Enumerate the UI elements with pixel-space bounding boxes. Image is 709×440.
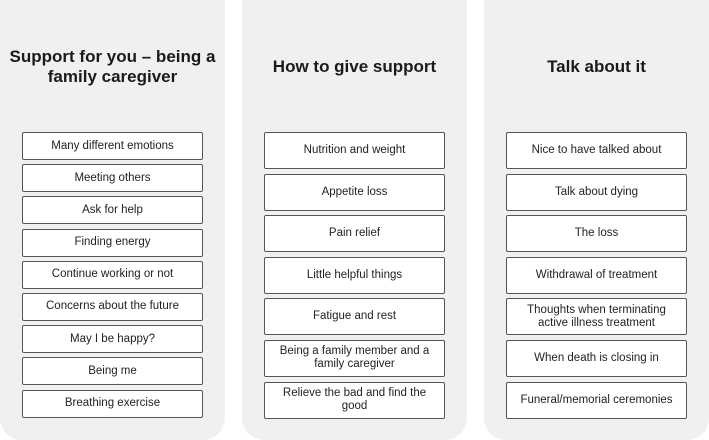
topic-item[interactable]: Being me [22, 357, 203, 386]
topic-item[interactable]: Withdrawal of treatment [506, 256, 687, 294]
topic-item[interactable]: Concerns about the future [22, 292, 203, 321]
topic-item[interactable]: Thoughts when terminating active illness… [506, 298, 687, 336]
topic-item[interactable]: Talk about dying [506, 173, 687, 211]
panel-title: Support for you – being a family caregiv… [9, 47, 216, 86]
panel-talk-about-it: Talk about it Nice to have talked about … [484, 0, 709, 440]
topic-item[interactable]: Continue working or not [22, 260, 203, 289]
topic-item[interactable]: Being a family member and a family careg… [264, 339, 445, 377]
topic-item[interactable]: Nice to have talked about [506, 132, 687, 169]
topic-item[interactable]: Finding energy [22, 228, 203, 257]
panel-support-for-you: Support for you – being a family caregiv… [0, 0, 225, 440]
topic-item[interactable]: Ask for help [22, 196, 203, 225]
topic-item[interactable]: Fatigue and rest [264, 298, 445, 336]
topic-item[interactable]: May I be happy? [22, 325, 203, 354]
topic-list: Nutrition and weight Appetite loss Pain … [264, 132, 445, 423]
topic-item[interactable]: Funeral/memorial ceremonies [506, 381, 687, 419]
topic-item[interactable]: Appetite loss [264, 173, 445, 211]
topic-item[interactable]: Many different emotions [22, 132, 203, 160]
topic-item[interactable]: Pain relief [264, 215, 445, 253]
topic-item[interactable]: Breathing exercise [22, 389, 203, 418]
panel-how-to-give-support: How to give support Nutrition and weight… [242, 0, 467, 440]
topic-item[interactable]: The loss [506, 215, 687, 253]
panel-title: How to give support [272, 57, 437, 76]
topic-list: Many different emotions Meeting others A… [22, 132, 203, 422]
topic-list: Nice to have talked about Talk about dyi… [506, 132, 687, 423]
topic-item[interactable]: Little helpful things [264, 256, 445, 294]
topic-item[interactable]: Meeting others [22, 164, 203, 193]
topic-item[interactable]: When death is closing in [506, 339, 687, 377]
topic-item[interactable]: Nutrition and weight [264, 132, 445, 169]
panel-title: Talk about it [547, 57, 646, 76]
topic-item[interactable]: Relieve the bad and find the good [264, 381, 445, 419]
